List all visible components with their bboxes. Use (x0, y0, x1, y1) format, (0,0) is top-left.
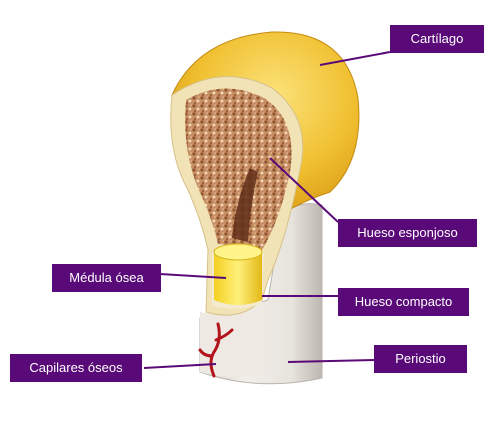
leader-lines (143, 51, 391, 369)
marrow-top (213, 243, 263, 261)
label-cartilage: Cartílago (390, 25, 484, 53)
marrow-cylinder (214, 252, 262, 305)
label-compact-bone: Hueso compacto (338, 288, 469, 316)
bone-capillaries (198, 322, 234, 378)
label-marrow: Médula ósea (52, 264, 161, 292)
label-periosteum: Periostio (374, 345, 467, 373)
spongy-bone (185, 88, 292, 250)
label-capillaries: Capilares óseos (10, 354, 142, 382)
compact-bone-cut (200, 300, 268, 377)
label-spongy-bone: Hueso esponjoso (338, 219, 477, 247)
medullary-streak (232, 168, 258, 242)
